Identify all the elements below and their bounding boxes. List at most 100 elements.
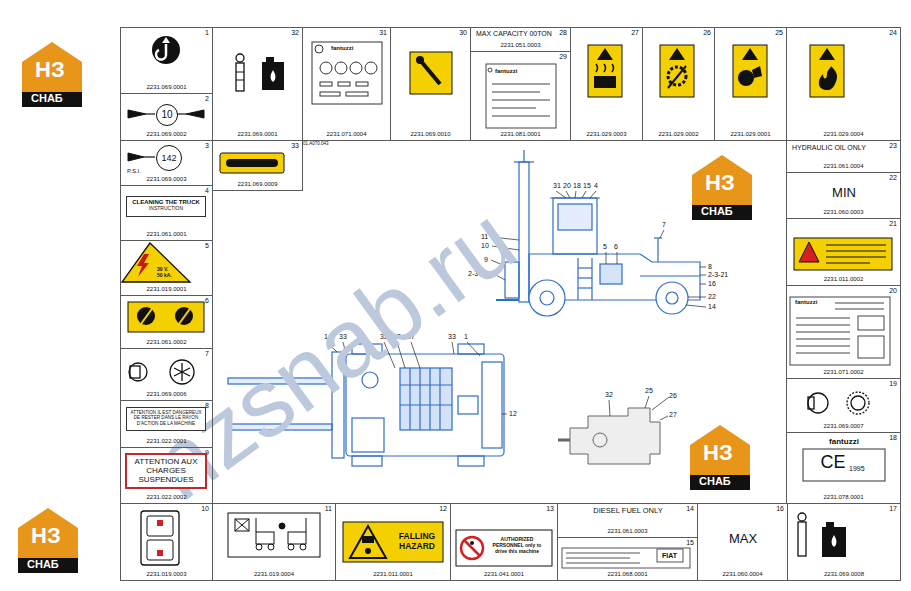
sticker-cell: 262231.029.0002 [642, 27, 715, 141]
logo-text: СНАБ [27, 559, 59, 570]
sticker-cell: 62231.061.0002 [120, 295, 213, 349]
sticker-text: 142 [161, 153, 176, 163]
notice-box: ATTENTION IL EST DANGEREUX DE RESTER DAN… [126, 407, 206, 431]
part-number: 2231.060.0003 [787, 209, 900, 216]
callout-number: 24 [889, 29, 897, 37]
callout-number: 18 [573, 182, 581, 189]
grease-symbol [798, 513, 846, 557]
callout-number: 31 [379, 29, 387, 37]
sticker-cell: 212231.011.0002 [786, 218, 901, 286]
part-number: 2231.069.0001 [121, 84, 212, 91]
sticker-text: INSTRUCTION [130, 206, 202, 212]
part-number: 2231.011.0001 [336, 571, 450, 578]
truck-side-view [496, 150, 700, 316]
callout-number: 32 [605, 391, 613, 398]
callout-number: 28 [559, 29, 567, 37]
sticker-text: AUTHORIZED PERSONNEL only to drive this … [487, 537, 547, 554]
sticker-cell: 14DIESEL FUEL ONLY2231.061.0003 [557, 503, 698, 538]
part-number: 2231.069.0001 [213, 131, 302, 138]
sticker-cell: 42231.061.0001CLEANING THE TRUCKINSTRUCT… [120, 185, 213, 241]
callout-number: 4 [594, 182, 598, 189]
logo-text: НЗ [31, 525, 61, 547]
logo-text: СНАБ [701, 206, 733, 217]
callout-number: 6 [614, 243, 618, 250]
callout-number: 33 [448, 333, 456, 340]
sticker-cell: 31fantuzzi2231.071.0004 [302, 27, 391, 141]
panel-symbol [312, 42, 382, 104]
callout-number: 27 [631, 29, 639, 37]
cap-symbol [129, 360, 194, 384]
callout-number: 7 [205, 350, 209, 358]
sticker-cell: 172231.069.0008 [787, 503, 901, 581]
sticker-cell: 16MAX2231.060.0004 [697, 503, 788, 581]
notice-box: ATTENTION AUX CHARGES SUSPENDUES [125, 453, 207, 489]
sticker-cell: 252231.029.0001 [714, 27, 787, 141]
callout-number: 13 [546, 505, 554, 513]
callout-number: 15 [686, 539, 694, 547]
sticker-cell: 32 2231.069.0001 [212, 27, 303, 141]
part-number: 2231.069.0007 [787, 423, 900, 430]
part-number: 2231.069.0008 [788, 571, 900, 578]
sticker-cell: 15FIAT2231.068.0001 [557, 537, 698, 581]
callout-number: 16 [708, 280, 716, 287]
callout-number: 32 [291, 29, 299, 37]
sticker-cell: 3P.S.I.2231.069.0003142 [120, 140, 213, 186]
callout-number: 26 [703, 29, 711, 37]
sticker-cell: 242231.029.0004 [786, 27, 901, 141]
sticker-label: FALLING HAZARD [394, 532, 440, 552]
callout-number: 2 [205, 95, 209, 103]
callout-number: 5 [603, 243, 607, 250]
sticker-cell: 112231.019.0004 [212, 503, 336, 581]
part-number: 2231.069.0009 [213, 181, 302, 188]
callout-number: 4 [205, 187, 209, 195]
part-number: 2231.061.0004 [787, 163, 900, 170]
sticker-cell: 102231.019.0003 [120, 503, 213, 581]
sticker-cell: 132231.041.0001AUTHORIZED PERSONNEL only… [450, 503, 558, 581]
sticker-text: 1995 [849, 465, 879, 473]
callout-number: 10 [201, 505, 209, 513]
callout-number: 5 [205, 242, 209, 250]
callout-number: 3 [205, 142, 209, 150]
notice-box: CLEANING THE TRUCKINSTRUCTION [126, 196, 206, 217]
callout-number: 22 [889, 174, 897, 182]
sticker-text: fantuzzi [807, 437, 881, 446]
sticker-text: fantuzzi [331, 45, 371, 52]
callout-number: 27 [669, 411, 677, 418]
sticker-cell: 23HYDRAULIC OIL ONLY2231.061.0004 [786, 140, 901, 173]
sticker-text: DIESEL FUEL ONLY [578, 507, 678, 516]
sticker-cell: 92231.022.0002ATTENTION AUX CHARGES SUSP… [120, 447, 213, 504]
part-number: 2231.060.0004 [698, 571, 787, 578]
pictogram [228, 513, 320, 557]
sticker-cell: 12 2231.011.0001 FALLING HAZARD [335, 503, 451, 581]
part-number: 2231.069.0002 [121, 131, 212, 138]
part-number: 2231.019.0001 [121, 286, 212, 293]
part-number: 2231.051.0003 [471, 42, 570, 49]
logo-text: НЗ [703, 442, 733, 464]
prohibition-sticker [456, 530, 552, 566]
sticker-text: fantuzzi [495, 68, 541, 75]
callout-number: 15 [583, 182, 591, 189]
logo-text: НЗ [35, 59, 65, 81]
hook-symbol [152, 36, 180, 64]
logo [690, 425, 750, 490]
callout-number: 12 [439, 505, 447, 513]
part-number: 2231.071.0002 [787, 369, 900, 376]
sticker-cell: 18fantuzziCE19952231.078.0001 [786, 432, 901, 504]
callout-number: 1 [205, 29, 209, 37]
sticker-cell: 192231.069.0007 [786, 378, 901, 433]
logo-text: НЗ [705, 172, 735, 194]
callout-number: 16 [776, 505, 784, 513]
lever-symbol [410, 52, 452, 94]
callout-number: 18 [889, 434, 897, 442]
warning-sticker [794, 238, 892, 270]
callout-number: 20 [563, 182, 571, 189]
callout-number: 14 [708, 303, 716, 310]
sticker-text: MIN [787, 186, 901, 201]
callout-number: 22 [708, 293, 716, 300]
part-number: 2231.069.0003 [121, 176, 212, 183]
part-number: 2231.029.0003 [571, 131, 642, 138]
part-number: 2231.019.0004 [213, 571, 335, 578]
logo [18, 508, 78, 573]
sticker-cell: 82231.022.0001ATTENTION IL EST DANGEREUX… [120, 400, 213, 448]
sticker-cell: 22MIN 2231.060.0003 [786, 172, 901, 219]
